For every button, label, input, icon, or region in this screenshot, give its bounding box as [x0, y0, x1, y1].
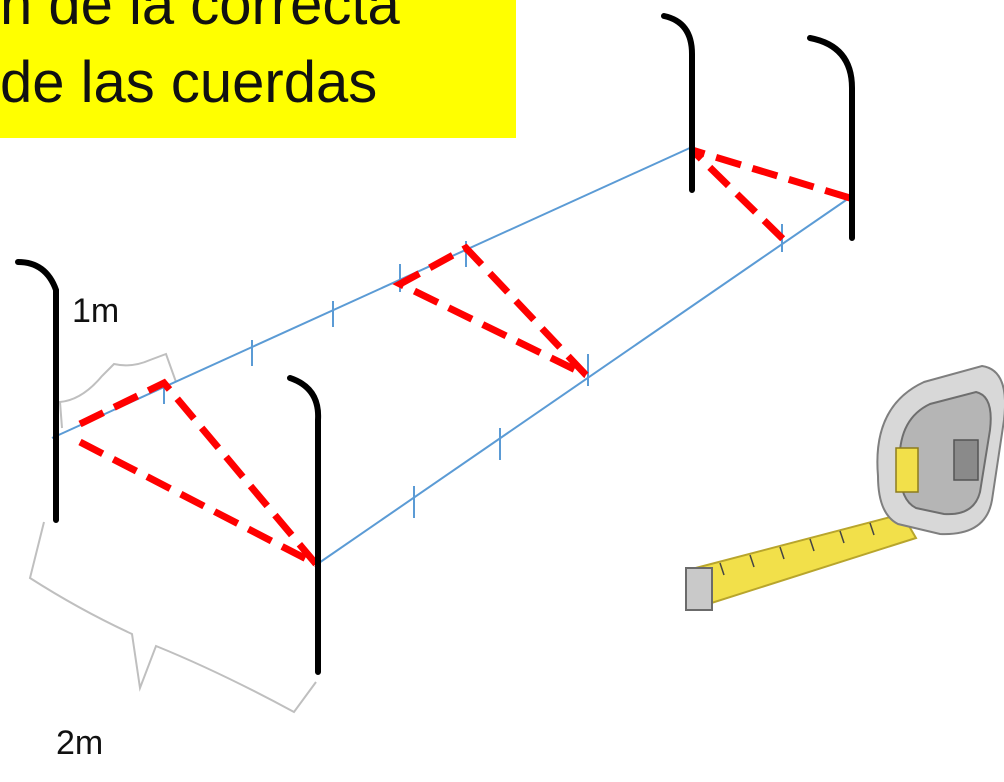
- stake-front-right: [287, 375, 322, 675]
- diagonal-back: [689, 146, 852, 243]
- stakes: [15, 13, 855, 675]
- stake-back-left: [661, 13, 695, 193]
- diagonal-front: [78, 378, 319, 568]
- two-meter-label: 2m: [56, 724, 104, 762]
- diagonal-middle: [392, 243, 589, 379]
- title-line-1: n de la correcta: [0, 0, 400, 37]
- title-line-2: de las cuerdas: [0, 50, 378, 115]
- rope-right-line: [315, 195, 853, 566]
- one-meter-label: 1m: [72, 292, 120, 330]
- ropes: [51, 146, 853, 566]
- title-highlight: n de la correcta de las cuerdas: [0, 0, 516, 138]
- check-diagonals: [78, 146, 852, 568]
- rope-tick-marks: [163, 224, 783, 518]
- stake-front-left: [15, 259, 59, 523]
- rope-left-line: [51, 146, 693, 439]
- tape-measure-icon: [685, 364, 1004, 611]
- two-meter-bracket: [28, 521, 317, 714]
- stake-back-right: [807, 35, 855, 241]
- one-meter-bracket: [58, 352, 177, 429]
